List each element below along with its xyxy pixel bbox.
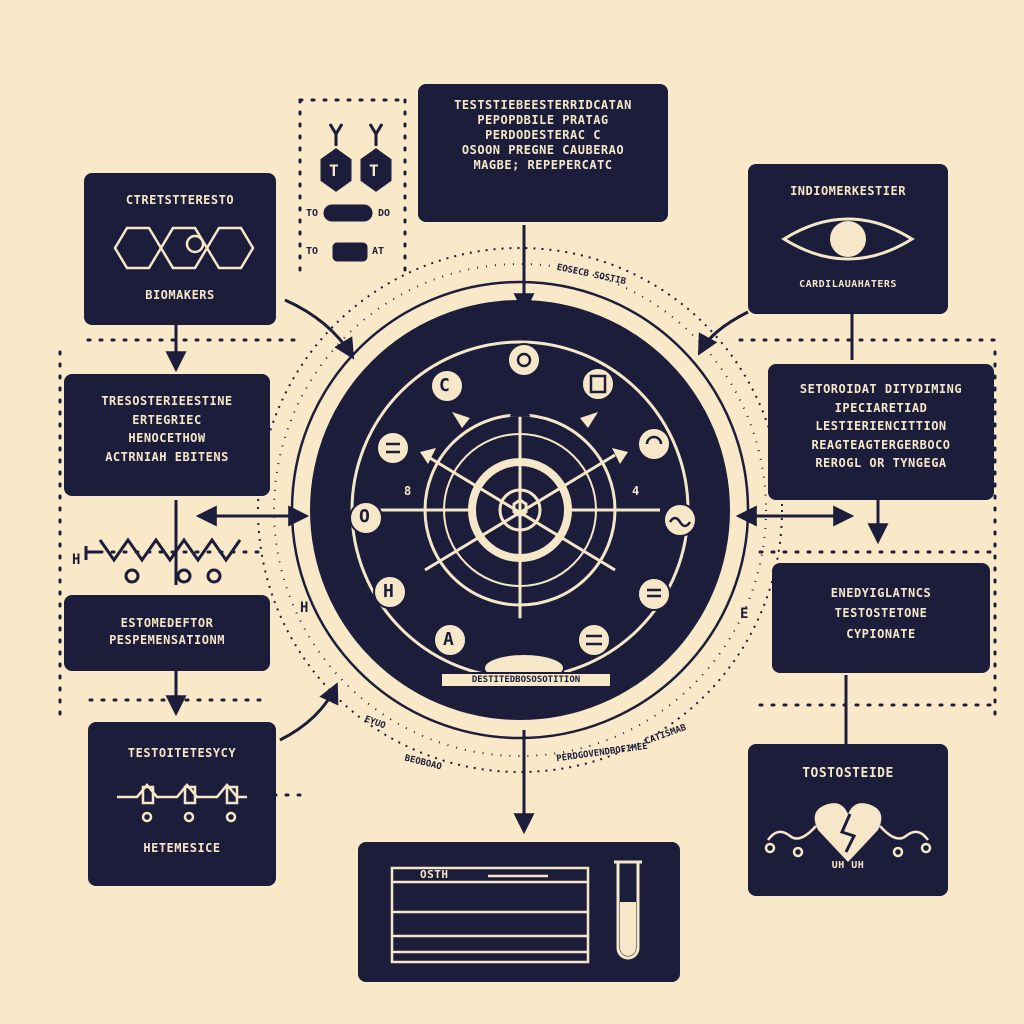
- inset-label-a: TO: [306, 208, 319, 219]
- left-box-1-subtitle: BIOMAKERS: [145, 288, 215, 302]
- top-box-line-5: MAGBE; REPEPERCATC: [473, 158, 613, 172]
- hub-node-a: A: [443, 629, 454, 650]
- left-molecule-label: H: [72, 552, 81, 568]
- top-box-line-3: PERDODESTERAC C: [485, 128, 601, 142]
- inset-label-b: DO: [378, 208, 391, 219]
- hub-inner-left: 8: [404, 484, 412, 498]
- left-testosterone-cycle-box: TESTOITETESYCY HETEMESICE: [88, 722, 276, 886]
- top-box-line-1: TESTSTIEBEESTERRIDCATAN: [454, 98, 632, 112]
- left-testosterone-box: TRESOSTERIEESTINE ERTEGRIEC HENOCETHOW A…: [64, 374, 270, 496]
- left-box-2-line-2: ERTEGRIEC: [132, 412, 202, 427]
- right-cypionate-box: ENEDYIGLATNCS TESTOSTETONE CYPIONATE: [772, 563, 990, 673]
- left-box-4-title: TESTOITETESYCY: [127, 746, 237, 760]
- right-box-1-subtitle: CARDILAUAHATERS: [799, 279, 897, 290]
- hub-node-o: O: [359, 506, 370, 527]
- hub-node-c: C: [439, 375, 450, 396]
- gear-icon: [512, 498, 528, 518]
- left-molecule-chain: [84, 537, 242, 584]
- right-box-2-line-3: LESTIERIENCITTION: [815, 419, 947, 434]
- right-box-4-footer: UH UH: [831, 859, 865, 871]
- right-cardiac-box: INDIOMERKESTIER CARDILAUAHATERS: [748, 164, 948, 314]
- left-box-3-line-1: ESTOMEDEFTOR: [120, 616, 214, 630]
- right-box-1-title: INDIOMERKESTIER: [790, 184, 906, 198]
- inset-label-c: TO: [306, 246, 319, 257]
- left-box-4-subtitle: HETEMESICE: [143, 841, 221, 855]
- right-box-4-title: TOSTOSTEIDE: [802, 766, 894, 781]
- top-box-line-4: OSOON PREGNE CAUBERAO: [461, 143, 625, 157]
- eye-icon: [781, 217, 915, 261]
- left-box-2-line-3: HENOCETHOW: [128, 431, 206, 446]
- flow-arrows: [165, 225, 889, 835]
- chain-molecule-icon: [117, 783, 247, 823]
- right-box-2-line-4: REAGTEAGTERGERBOCO: [811, 437, 951, 452]
- inset-molecules: [320, 123, 392, 262]
- inset-letter-a: T: [329, 161, 339, 180]
- inset-label-d: AT: [372, 246, 385, 257]
- hexagon-molecule-icon: [113, 226, 255, 270]
- right-heart-box: TOSTOSTEIDE UH UH: [748, 744, 948, 896]
- inset-letter-b: T: [369, 161, 379, 180]
- right-box-2-line-1: SETOROIDAT DITYDIMING: [799, 382, 963, 396]
- left-box-2-line-1: TRESOSTERIEESTINE: [101, 394, 233, 408]
- left-box-3-line-2: PESPEMENSATIONM: [109, 632, 225, 647]
- right-box-2-line-2: IPECIARETIAD: [834, 400, 928, 415]
- top-info-box: TESTSTIEBEESTERRIDCATAN PEPOPDBILE PRATA…: [418, 84, 668, 222]
- ring-side-label-right: E: [740, 606, 749, 622]
- left-compensation-box: ESTOMEDEFTOR PESPEMENSATIONM: [64, 595, 270, 671]
- right-box-3-line-3: CYPIONATE: [846, 626, 916, 641]
- top-box-line-2: PEPOPDBILE PRATAG: [477, 113, 609, 127]
- test-tube-icon: [614, 860, 642, 960]
- node-glyphs: [386, 352, 692, 646]
- right-box-2-line-5: REROGL OR TYNGEGA: [815, 456, 947, 471]
- left-box-2-line-4: ACTRNIAH EBITENS: [105, 449, 229, 464]
- hub-banner-label: DESTITEDBOSOSOTITION: [471, 675, 581, 685]
- bottom-lab-report-box: OSTH: [358, 842, 680, 982]
- bottom-box-label: OSTH: [420, 868, 449, 881]
- left-box-1-title: CTRETSTTERESTO: [125, 193, 235, 207]
- hub-node-h: H: [383, 581, 394, 602]
- hub-banner: DESTITEDBOSOSOTITION: [440, 672, 612, 688]
- hub-arrowheads: [420, 412, 628, 464]
- broken-heart-icon: [764, 803, 932, 863]
- left-biomarkers-box: CTRETSTTERESTO BIOMAKERS: [84, 173, 276, 325]
- ring-side-label-left: H: [300, 600, 309, 616]
- hub-inner-right: 4: [632, 484, 640, 498]
- right-box-3-line-2: TESTOSTETONE: [834, 606, 928, 621]
- right-steroid-box: SETOROIDAT DITYDIMING IPECIARETIAD LESTI…: [768, 364, 994, 500]
- right-box-3-title: ENEDYIGLATNCS: [830, 586, 932, 600]
- report-lines: [390, 866, 590, 964]
